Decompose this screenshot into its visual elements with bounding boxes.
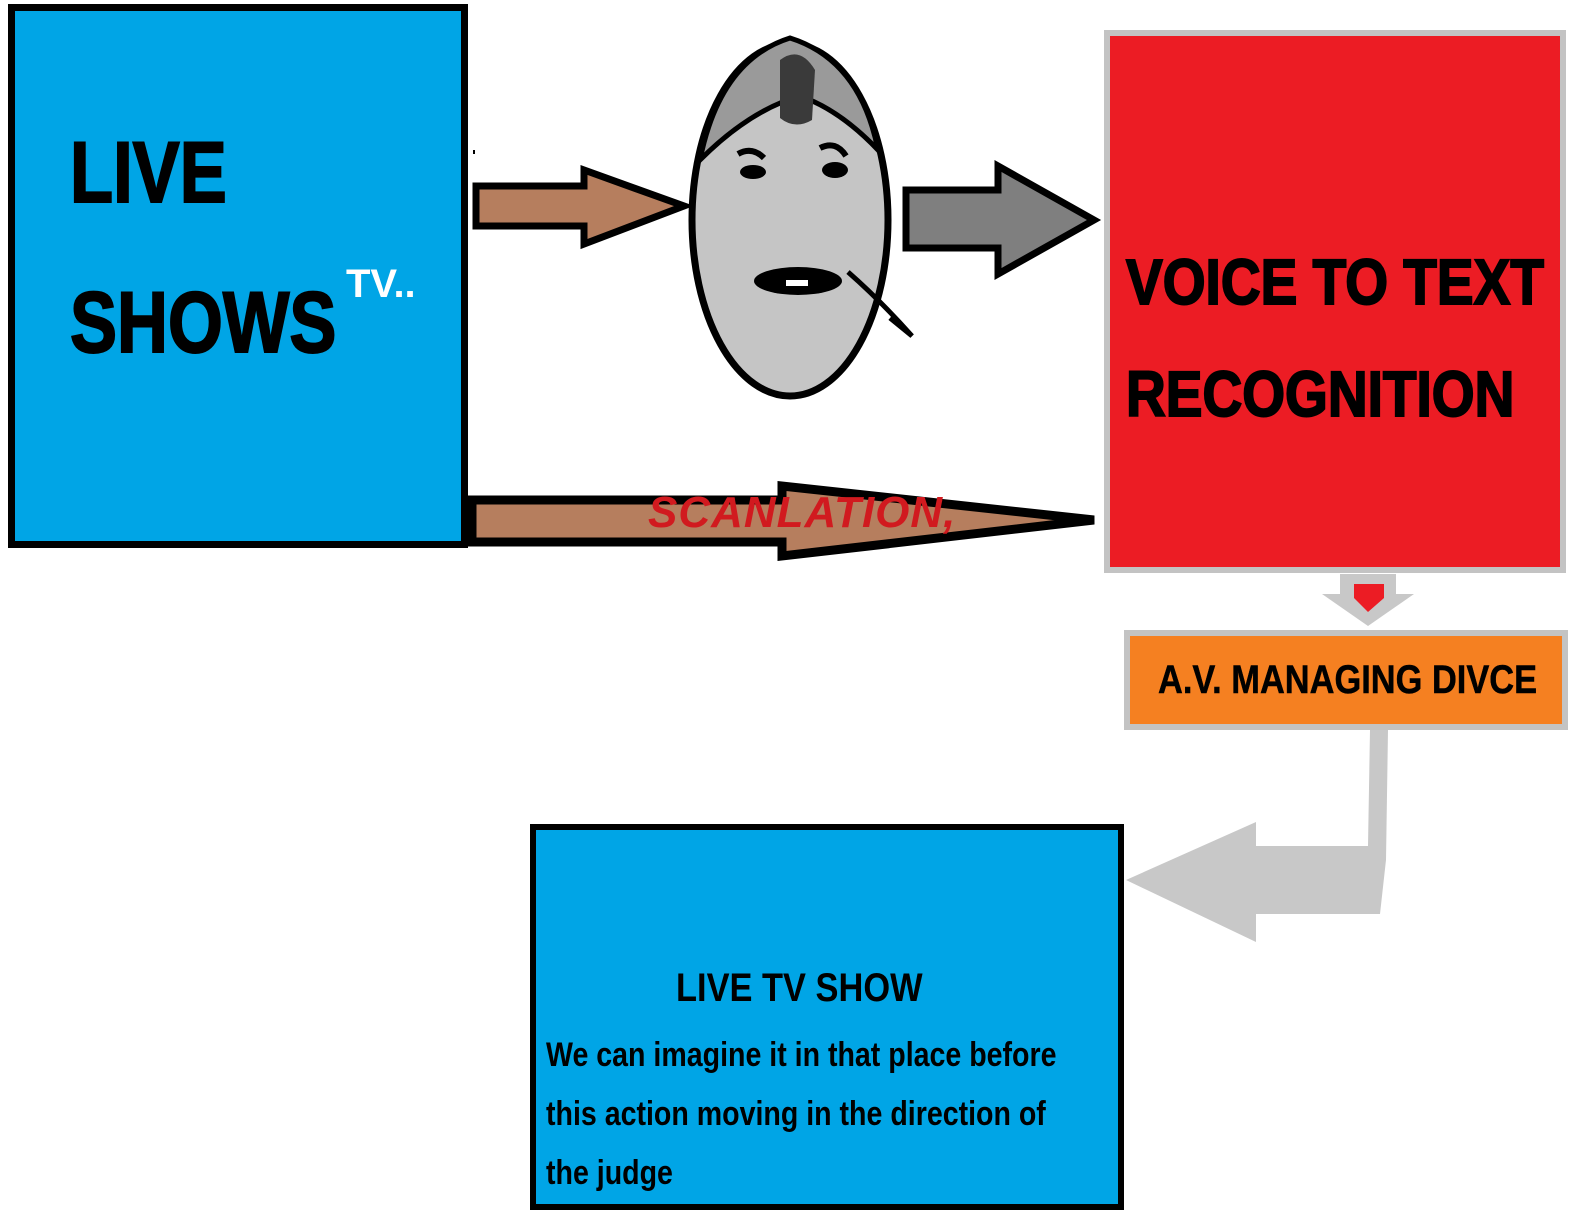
live-tv-show-title: LIVE TV SHOW bbox=[676, 966, 923, 1011]
arrow-to-show bbox=[1126, 730, 1388, 942]
scanlation-edge-label: SCANLATION, bbox=[648, 488, 956, 538]
av-device-label: A.V. MANAGING DIVCE bbox=[1158, 658, 1537, 703]
live-shows-title: LIVE SHOWS bbox=[70, 98, 365, 398]
live-tv-show-body: We can imagine it in that place before t… bbox=[546, 1026, 1084, 1203]
arrow-to-face bbox=[476, 170, 684, 244]
tv-tag: TV.. bbox=[346, 262, 416, 307]
arrow-to-av bbox=[1322, 574, 1414, 626]
face-icon bbox=[692, 38, 912, 396]
arrow-to-voice bbox=[906, 166, 1094, 274]
voice-to-text-title: VOICE TO TEXT RECOGNITION bbox=[1126, 226, 1573, 450]
